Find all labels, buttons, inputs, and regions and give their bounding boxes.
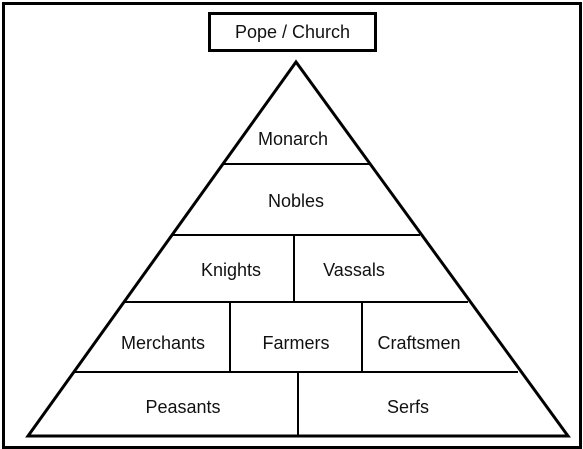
level-knights: Knights [201, 260, 261, 280]
level-nobles: Nobles [268, 191, 324, 211]
level-serfs: Serfs [387, 397, 429, 417]
level-merchants: Merchants [121, 333, 205, 353]
level-farmers: Farmers [263, 333, 330, 353]
level-craftsmen: Craftsmen [377, 333, 460, 353]
level-monarch: Monarch [258, 129, 328, 149]
apex-box: Pope / Church [208, 12, 377, 52]
level-vassals: Vassals [323, 260, 385, 280]
apex-label: Pope / Church [234, 21, 351, 42]
level-peasants: Peasants [145, 397, 220, 417]
